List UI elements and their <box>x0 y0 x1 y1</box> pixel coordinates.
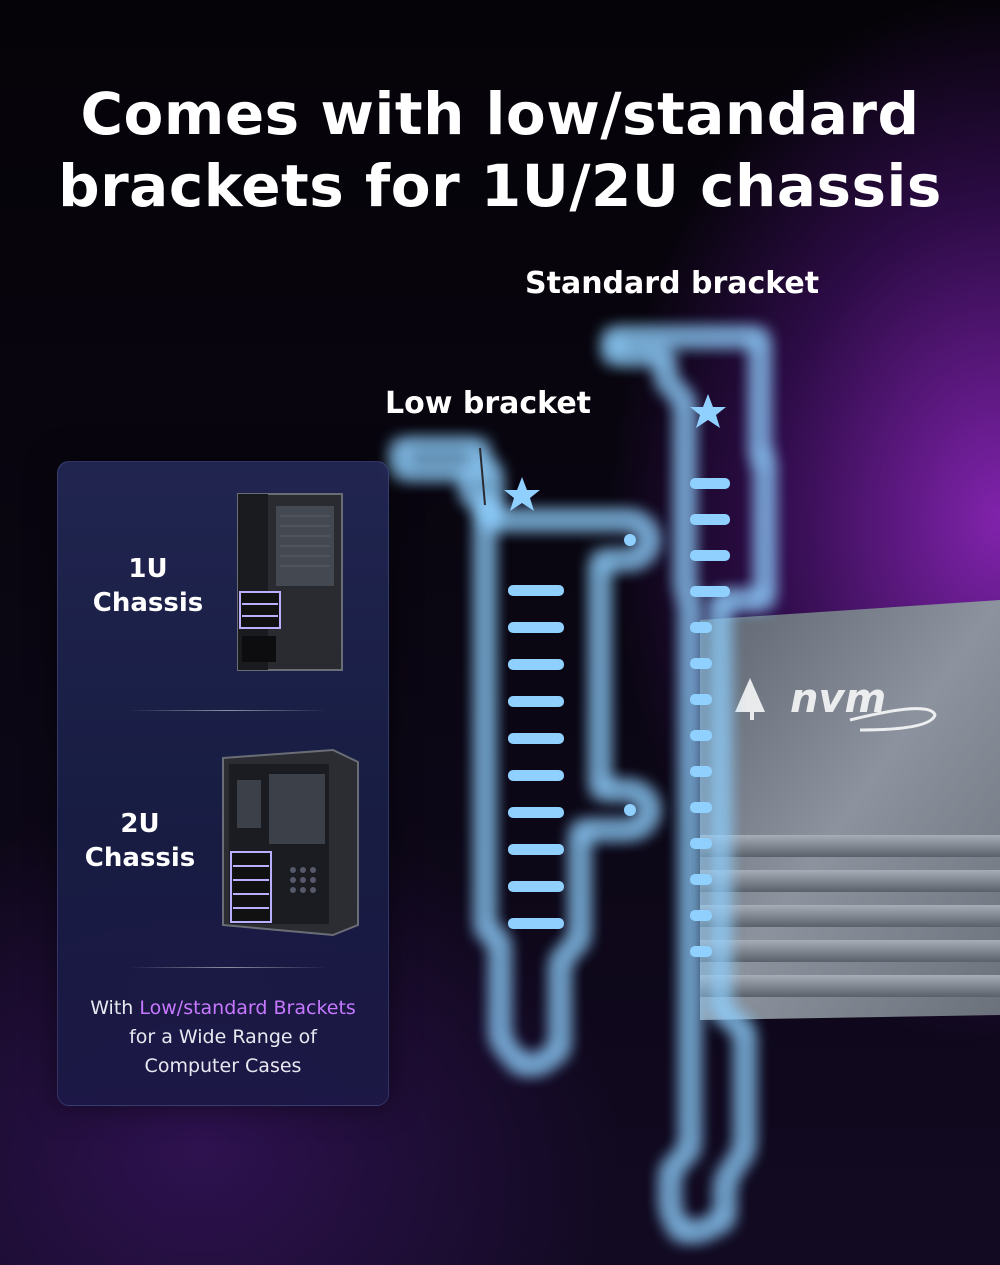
chassis-info-panel: 1U Chassis 2U Chassis <box>57 461 389 1106</box>
screw-hole <box>624 804 636 816</box>
chassis-1u-label: 1U Chassis <box>88 552 208 620</box>
nvme-logo-icon: nvm <box>735 676 937 732</box>
headline-line-1: Comes with low/standard <box>80 80 920 148</box>
standard-bracket-label: Standard bracket <box>525 266 820 301</box>
caption-line-2: for a Wide Range of <box>129 1026 317 1048</box>
caption-line-3: Computer Cases <box>144 1055 302 1077</box>
chassis-1u-word: Chassis <box>92 588 204 618</box>
compatibility-caption: With Low/standard Brackets for a Wide Ra… <box>58 994 388 1081</box>
caption-prefix: With <box>90 997 140 1019</box>
standard-bracket <box>609 334 768 1235</box>
divider <box>128 967 328 968</box>
nvme-card: nvm <box>700 600 1000 1020</box>
heatsink-fins <box>700 835 1000 997</box>
star-icon <box>504 477 540 511</box>
divider <box>128 710 328 711</box>
chassis-2u-word: Chassis <box>84 843 196 873</box>
chassis-1u-size: 1U <box>128 554 168 584</box>
caption-highlight: Low/standard Brackets <box>139 997 356 1019</box>
star-icon <box>690 394 726 428</box>
chassis-2u-label: 2U Chassis <box>80 807 200 875</box>
low-bracket <box>397 445 650 1068</box>
vent-slots <box>508 585 564 929</box>
low-bracket-label: Low bracket <box>385 386 592 421</box>
headline: Comes with low/standard brackets for 1U/… <box>0 78 1000 222</box>
screw-hole <box>624 534 636 546</box>
2u-chassis-image <box>222 748 359 937</box>
1u-chassis-image <box>237 493 343 671</box>
headline-line-2: brackets for 1U/2U chassis <box>58 152 942 220</box>
vent-slots <box>690 478 730 957</box>
chassis-2u-size: 2U <box>120 809 160 839</box>
